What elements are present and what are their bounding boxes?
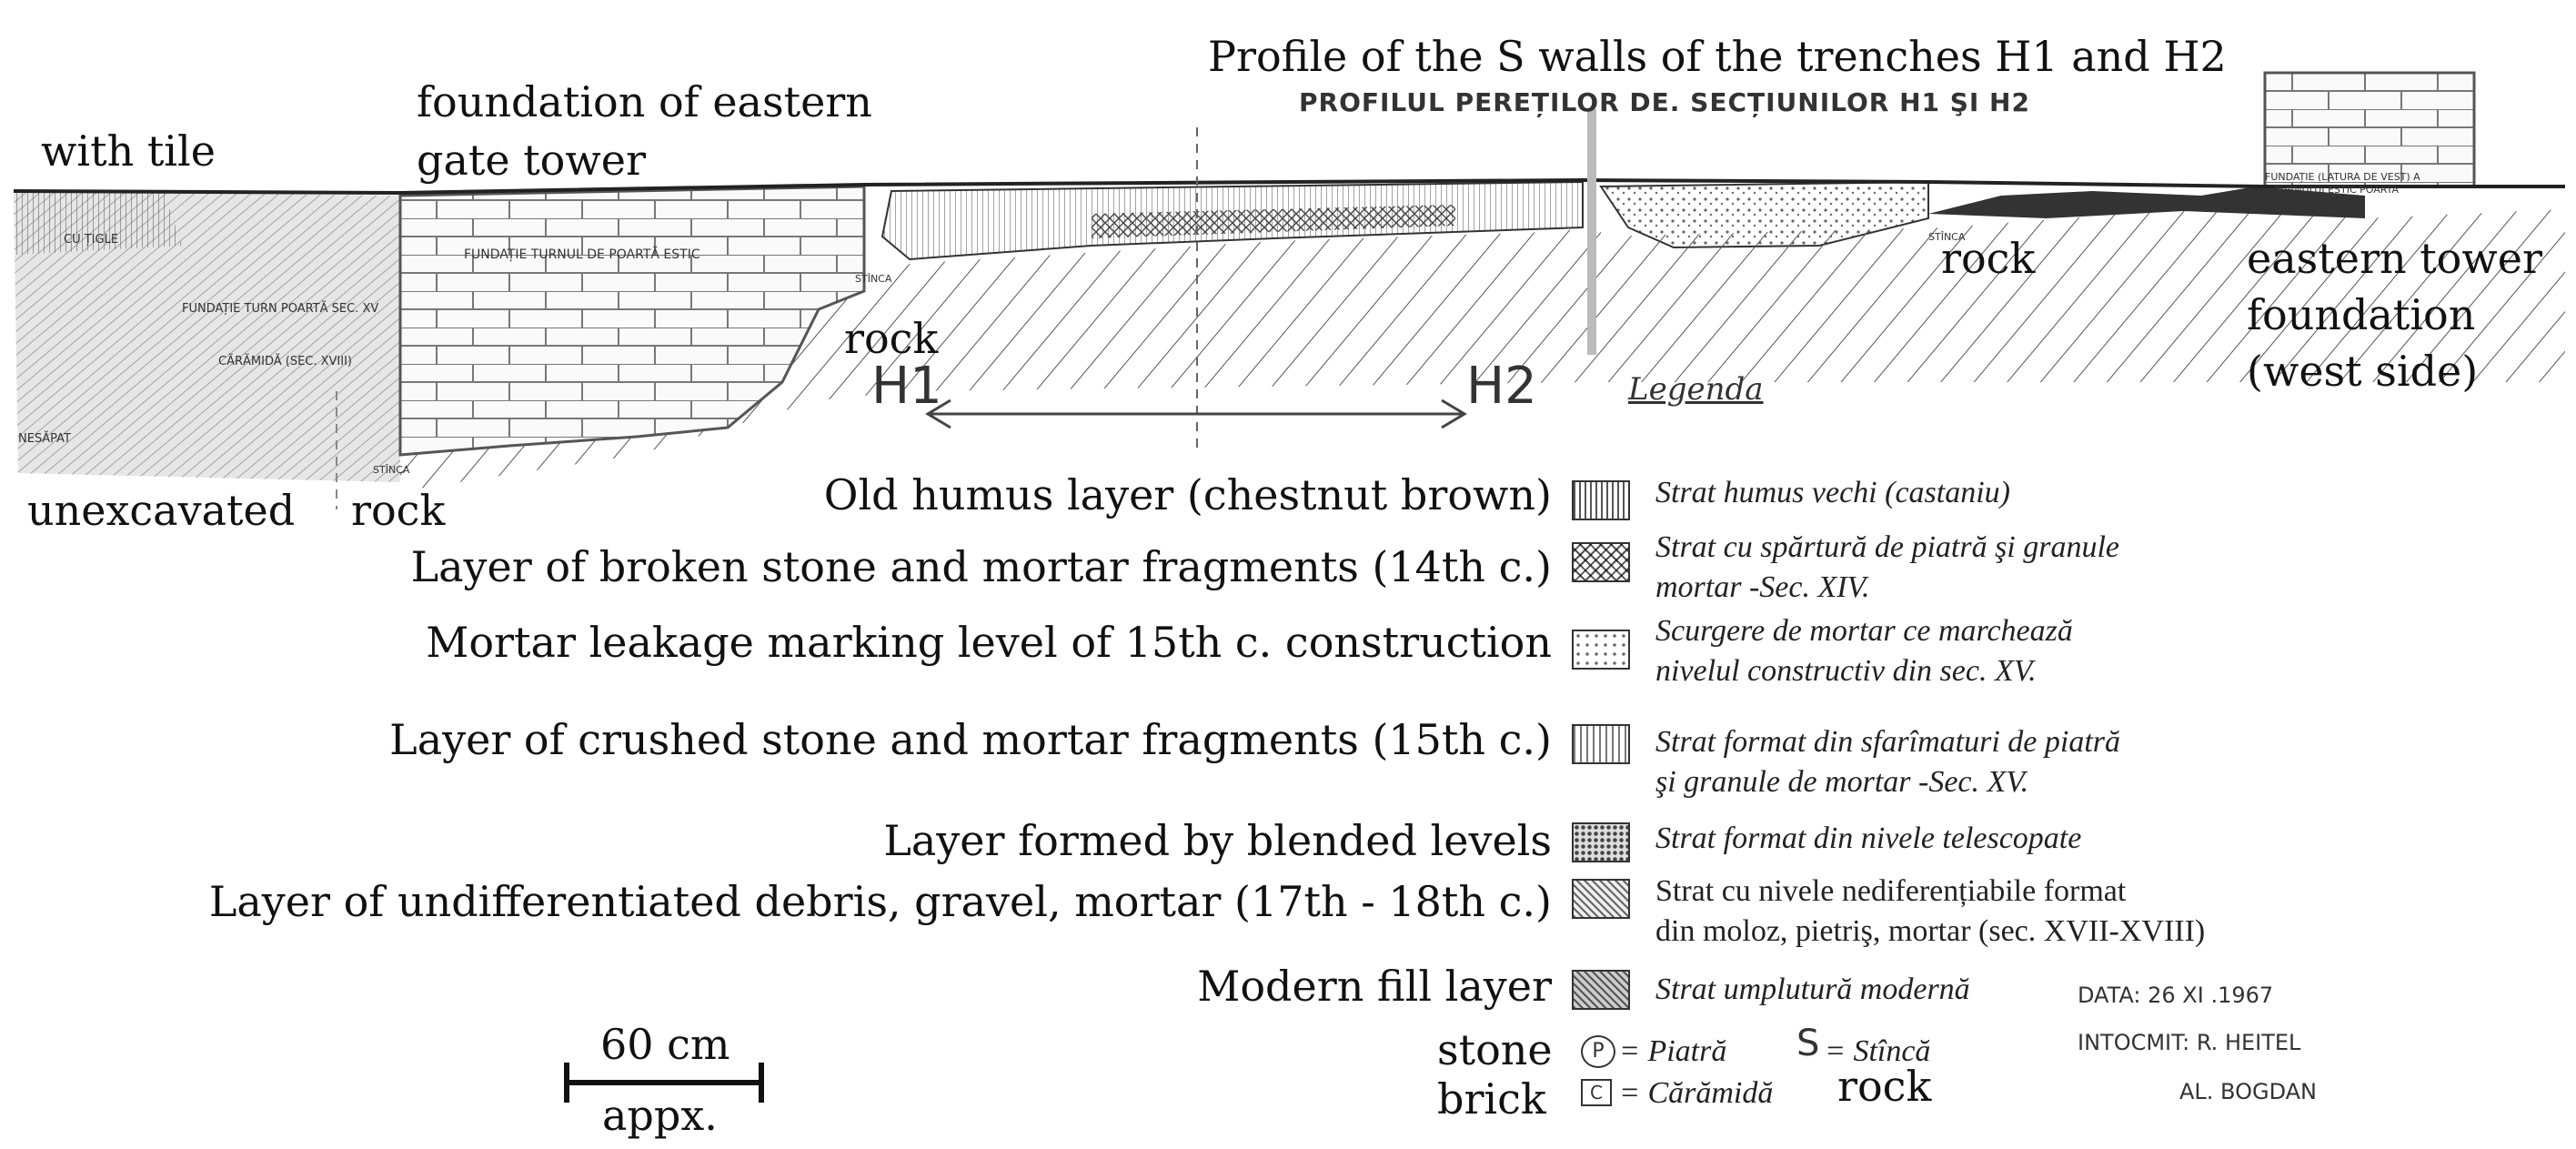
legend-row-2-ro2: nivelul constructiv din sec. XV. (1655, 654, 2037, 688)
legend-row-4-en: Layer formed by blended levels (883, 816, 1552, 865)
legend-swatch-hatch (1572, 970, 1630, 1010)
ro-label-fundatie-vest-1: FUNDAȚIE (LATURA DE VEST) A (2265, 171, 2420, 183)
label-with-tile: with tile (41, 126, 216, 176)
legend-row-3-en: Layer of crushed stone and mortar fragme… (389, 715, 1552, 764)
ro-label-fundatie-vest-2: TURNULUI ESTIC POARTA (2274, 184, 2399, 196)
gate-tower-masonry (398, 185, 866, 457)
title-en: Profile of the S walls of the trenches H… (1208, 32, 2227, 81)
legend-swatch-diag (1572, 879, 1630, 919)
profile-left-hatch (14, 191, 400, 482)
label-rock-right: rock (1941, 234, 2036, 283)
legend-swatch-grid (1572, 724, 1630, 764)
rock-slope-hatch (400, 227, 1601, 491)
credit-made-by: INTOCMIT: R. HEITEL (2078, 1030, 2301, 1055)
ro-label-nesapat: NESĂPAT (18, 432, 71, 446)
ro-label-fundatie-turn: FUNDAȚIE TURN POARTĂ SEC. XV (182, 302, 379, 316)
label-eastern-tower-1: eastern tower (2247, 234, 2542, 283)
scale-bar (564, 1063, 764, 1103)
label-brick: brick (1437, 1074, 1546, 1124)
label-unexcavated: unexcavated (27, 486, 296, 535)
legend-swatch-humus (1572, 480, 1630, 520)
label-rock-left: rock (351, 486, 446, 535)
title-ro: PROFILUL PEREȚILOR DE. SECȚIUNILOR H1 ŞI… (1299, 87, 2030, 117)
legend-row-5-ro2: din moloz, pietriş, mortar (sec. XVII-XV… (1655, 914, 2206, 948)
legend-row-5-ro1: Strat cu nivele nediferențiabile format (1655, 874, 2127, 908)
ro-label-stinca-2: STÎNCA (855, 273, 892, 285)
legend-row-6-en: Modern fill layer (1197, 962, 1552, 1011)
label-rock-mid: rock (844, 314, 939, 363)
stone-symbol-icon: P (1581, 1035, 1615, 1068)
mid-crosshatch (1092, 205, 1455, 238)
label-eastern-tower-2: foundation (2247, 290, 2476, 339)
legend-row-2-ro1: Scurgere de mortar ce marchează (1655, 614, 2073, 648)
label-gate-tower-1: foundation of eastern (417, 77, 872, 126)
legend-row-0-ro1: Strat humus vechi (castaniu) (1655, 476, 2010, 509)
legend-row-1-ro1: Strat cu spărtură de piatră şi granule (1655, 530, 2120, 564)
legend-row-4-ro1: Strat format din nivele telescopate (1655, 821, 2082, 855)
h1-h2-arrow (925, 398, 1467, 429)
legend-row-6-ro1: Strat umplutură modernă (1655, 973, 1970, 1006)
legend-row-1-en: Layer of broken stone and mortar fragmen… (410, 542, 1552, 591)
east-tower-masonry (2263, 71, 2476, 188)
legend-swatch-dots (1572, 630, 1630, 670)
section-label-h1: H1 (871, 357, 942, 416)
legend-row-0-en: Old humus layer (chestnut brown) (823, 470, 1552, 519)
brick-symbol-icon: C (1581, 1079, 1612, 1106)
legend-row-5-en: Layer of undifferentiated debris, gravel… (208, 877, 1552, 926)
credit-date: DATA: 26 XI .1967 (2078, 983, 2274, 1008)
scale-label: 60 cm (600, 1020, 730, 1069)
legend-row-3-ro1: Strat format din sfarîmaturi de piatră (1655, 725, 2120, 759)
symbol-piatra: = Piatră (1619, 1034, 1727, 1068)
ro-label-stinca-3: STÎNCA (1928, 231, 1966, 243)
label-rock-legend: rock (1837, 1062, 1932, 1111)
ro-label-cu-tigle: CU ȚIGLE (64, 233, 119, 247)
rock-symbol-icon: S (1796, 1023, 1820, 1064)
legend-row-2-en: Mortar leakage marking level of 15th c. … (426, 618, 1552, 667)
legend-row-3-ro2: şi granule de mortar -Sec. XV. (1655, 765, 2029, 799)
label-eastern-tower-3: (west side) (2247, 347, 2479, 396)
legend-swatch-stipple (1572, 822, 1630, 862)
label-stone: stone (1437, 1025, 1553, 1074)
right-dark-layer (1928, 186, 2365, 218)
ground-line (13, 177, 2565, 196)
symbol-caramida: = Cărămidă (1619, 1076, 1774, 1110)
credit-co-author: AL. BOGDAN (2179, 1079, 2318, 1104)
right-slope-hatch (1601, 209, 2565, 382)
profile-left-cap (14, 191, 182, 255)
ro-label-caramida: CĂRĂMIDĂ (SEC. XVIII) (218, 355, 353, 368)
profile-drawing (13, 71, 2565, 509)
legend-row-1-ro2: mortar -Sec. XIV. (1655, 570, 1870, 604)
section-label-h2: H2 (1466, 357, 1537, 416)
ro-label-stinca-1: STÎNCA (373, 464, 410, 476)
legend-swatch-crosshatch (1572, 542, 1630, 582)
scale-note: appx. (602, 1091, 718, 1140)
ro-label-fundatie-turnul: FUNDAȚIE TURNUL DE POARTĂ ESTIC (464, 247, 700, 262)
symbol-stinca: = Stîncă (1825, 1034, 1931, 1068)
legend-heading: Legenda (1628, 371, 1764, 408)
section-divider (1587, 109, 1596, 355)
label-gate-tower-2: gate tower (417, 136, 646, 185)
